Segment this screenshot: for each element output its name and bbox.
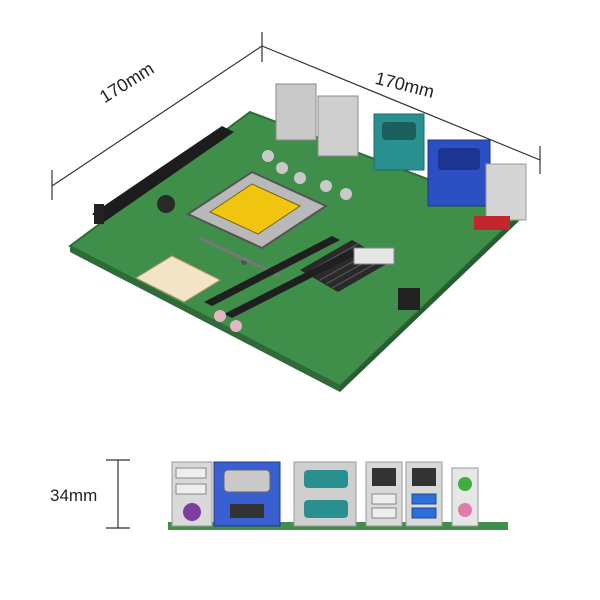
usb-lan-stack-1 bbox=[275, 83, 317, 141]
audio-usb-stack bbox=[485, 163, 527, 221]
height-dimension-label: 34mm bbox=[50, 486, 98, 505]
motherboard bbox=[68, 83, 527, 392]
memory-slot-1 bbox=[204, 236, 340, 306]
memory-slot-2 bbox=[224, 250, 358, 318]
red-connector bbox=[474, 216, 510, 230]
pcie-slot bbox=[92, 126, 234, 222]
cmos-battery bbox=[157, 195, 175, 213]
serial-connector-face bbox=[382, 122, 416, 140]
pcie-bracket bbox=[94, 204, 104, 224]
sata-port bbox=[398, 288, 420, 310]
capacitor bbox=[230, 320, 242, 332]
capacitor bbox=[340, 188, 352, 200]
dimension-lines bbox=[51, 32, 541, 529]
capacitor bbox=[262, 150, 274, 162]
pcb-edge-right bbox=[340, 214, 520, 392]
io-panel bbox=[168, 461, 508, 530]
usb-lan-stack-2 bbox=[317, 95, 359, 157]
audio-jack-green bbox=[458, 477, 472, 491]
msata-slot bbox=[353, 247, 395, 265]
capacitor bbox=[294, 172, 306, 184]
capacitor bbox=[214, 310, 226, 322]
ps2-port bbox=[183, 503, 201, 521]
pcb-edge bbox=[70, 246, 340, 392]
audio-jacks bbox=[451, 467, 479, 527]
audio-jack-pink bbox=[458, 503, 472, 517]
vga-connector-face bbox=[438, 148, 480, 170]
capacitor bbox=[320, 180, 332, 192]
atx-power-connector bbox=[134, 255, 222, 303]
cpu-socket-cover bbox=[208, 183, 302, 235]
capacitor bbox=[276, 162, 288, 174]
